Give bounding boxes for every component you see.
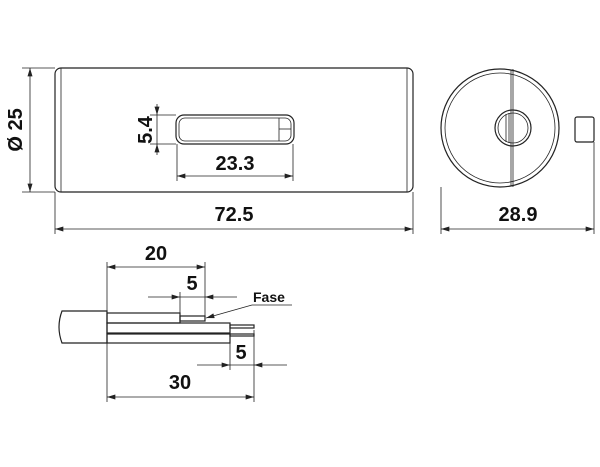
front-view	[54, 67, 414, 193]
slot-length-dimension: 23.3	[176, 144, 294, 181]
diameter-dimension: Ø 25	[5, 67, 55, 193]
wire-offset-label: 5	[235, 342, 246, 364]
side-width-label: 28.9	[499, 204, 538, 226]
diameter-label: Ø 25	[5, 108, 27, 151]
fase-label: Fase	[253, 289, 285, 305]
slot	[175, 114, 295, 145]
strip-length-label: 20	[145, 243, 167, 265]
cable-strip-detail: 20 5 Fase 5 30	[58, 243, 292, 402]
side-view: 28.9	[440, 68, 595, 234]
slot-length-label: 23.3	[216, 153, 255, 175]
slot-height-label: 5.4	[135, 115, 157, 144]
total-length-dimension: 72.5	[54, 192, 414, 234]
slot-height-dimension: 5.4	[135, 104, 176, 155]
total-length-label: 72.5	[215, 204, 254, 226]
total-strip-label: 30	[169, 372, 191, 394]
fase-length-label: 5	[186, 273, 197, 295]
